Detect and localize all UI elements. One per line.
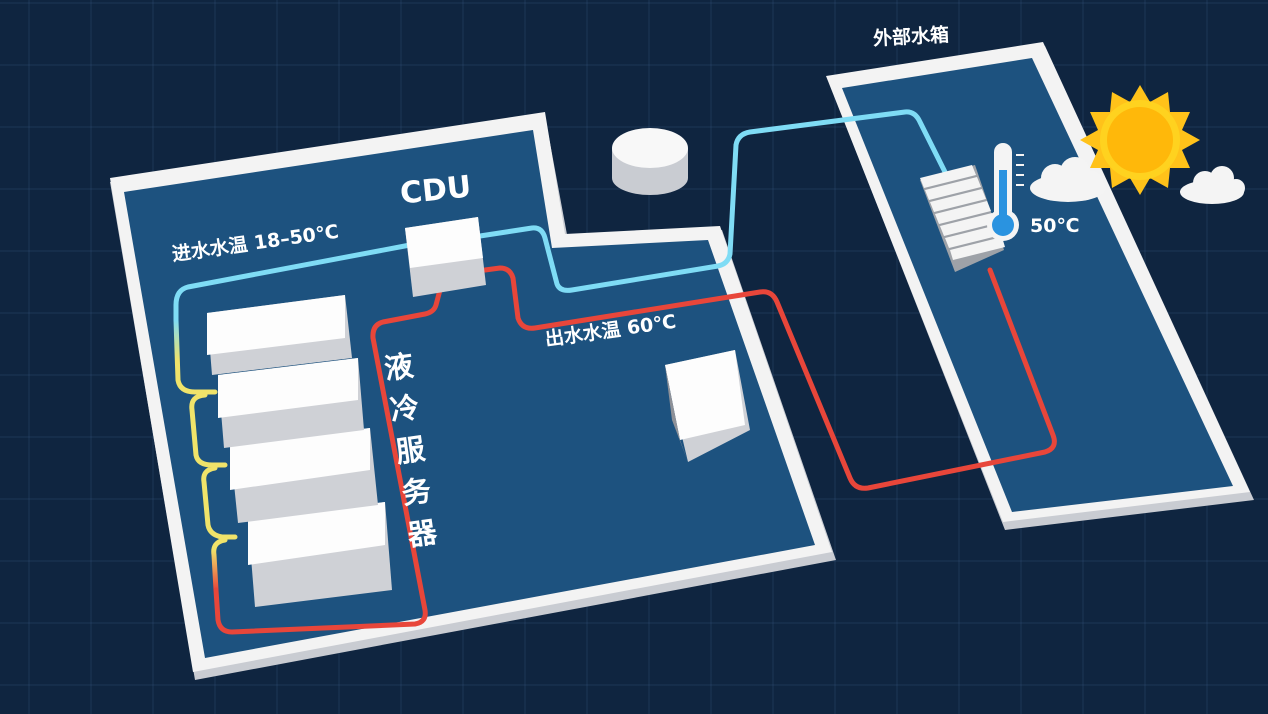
cloud-icon bbox=[1030, 157, 1106, 202]
cylinder-tank bbox=[612, 128, 688, 195]
radiator-icon bbox=[920, 165, 1005, 272]
server-unit bbox=[207, 295, 352, 375]
server-loop-pipe bbox=[173, 317, 238, 593]
cold-pipe bbox=[173, 242, 413, 323]
cdu-label: CDU bbox=[398, 169, 473, 212]
cloud-icon bbox=[1180, 166, 1245, 204]
equipment-box bbox=[665, 350, 750, 462]
server-unit bbox=[218, 358, 364, 448]
tank-temp-label: 50℃ bbox=[1030, 215, 1080, 237]
external-tank bbox=[826, 42, 1254, 530]
server-unit bbox=[248, 502, 392, 607]
server-rack-stack bbox=[207, 295, 392, 607]
sun-icon bbox=[1080, 85, 1200, 195]
cdu-unit bbox=[405, 217, 486, 297]
server-unit bbox=[230, 428, 378, 523]
hot-pipe-server bbox=[213, 287, 443, 635]
thermometer-icon bbox=[987, 143, 1024, 241]
cold-pipe-return bbox=[477, 109, 948, 293]
external-tank-label: 外部水箱 bbox=[872, 24, 950, 50]
hot-pipe-return bbox=[482, 265, 1057, 491]
